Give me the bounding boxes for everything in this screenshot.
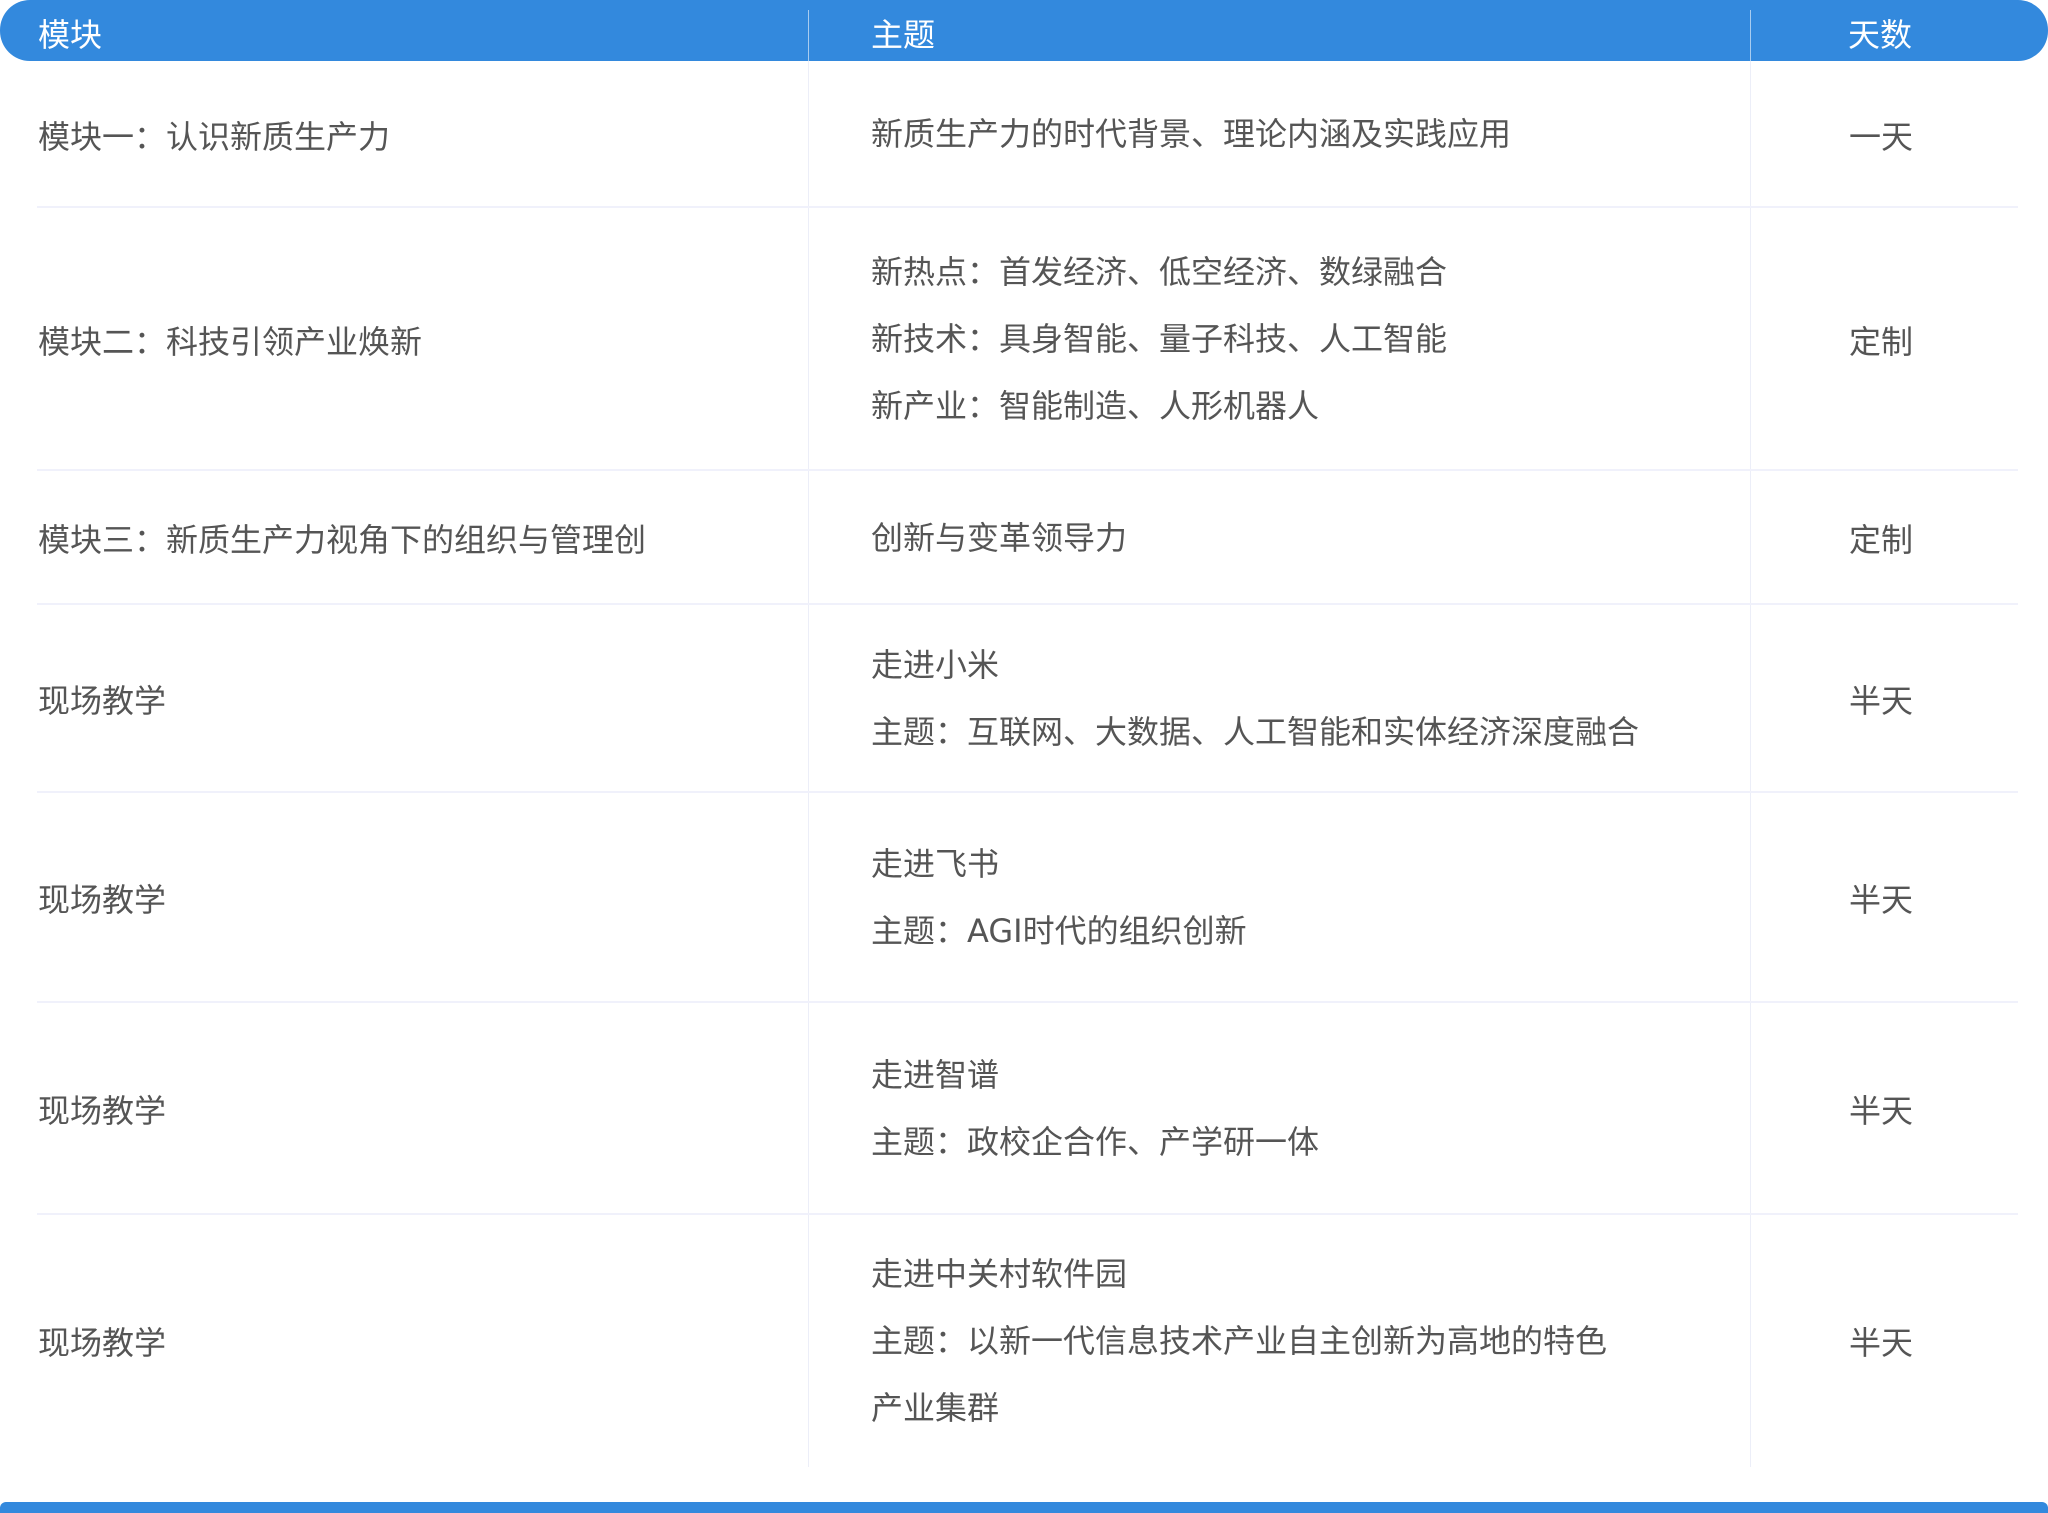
row-divider [37,791,2018,793]
days-cell: 半天 [1848,1092,1913,1130]
header-topic: 主题 [871,16,936,54]
topic-line: 主题：政校企合作、产学研一体 [871,1123,1320,1161]
module-cell: 模块二：科技引领产业焕新 [38,322,423,361]
table-row: 现场教学 走进小米主题：互联网、大数据、人工智能和实体经济深度融合 半天 [0,605,2048,793]
table-row: 模块二：科技引领产业焕新 新热点：首发经济、低空经济、数绿融合新技术：具身智能、量… [0,208,2048,471]
row-divider [37,469,2018,471]
topic-line: 主题：以新一代信息技术产业自主创新为高地的特色 [871,1321,1608,1360]
topic-line: 走进飞书 [871,845,1000,883]
topic-cell: 新热点：首发经济、低空经济、数绿融合新技术：具身智能、量子科技、人工智能新产业：… [871,208,1731,471]
column-divider [1750,61,1751,1467]
topic-line: 新质生产力的时代背景、理论内涵及实践应用 [871,115,1512,153]
days-cell: 半天 [1848,682,1913,720]
table-row: 模块三：新质生产力视角下的组织与管理创 创新与变革领导力 定制 [0,471,2048,605]
table-row: 现场教学 走进智谱主题：政校企合作、产学研一体 半天 [0,1003,2048,1215]
topic-line: 走进智谱 [871,1056,1000,1094]
header-divider [808,10,809,61]
table-row: 现场教学 走进飞书主题：AGI时代的组织创新 半天 [0,793,2048,1003]
row-divider [37,603,2018,605]
topic-cell: 走进飞书主题：AGI时代的组织创新 [871,793,1731,1003]
days-cell: 半天 [1848,881,1913,919]
row-divider [37,1001,2018,1003]
topic-line: 走进小米 [871,646,1000,684]
topic-cell: 新质生产力的时代背景、理论内涵及实践应用 [871,61,1731,208]
topic-line: 产业集群 [871,1388,1000,1427]
row-divider [37,1213,2018,1215]
days-cell: 半天 [1848,1324,1913,1362]
topic-line: 主题：AGI时代的组织创新 [871,912,1247,950]
topic-line: 主题：互联网、大数据、人工智能和实体经济深度融合 [871,713,1640,751]
module-cell: 模块一：认识新质生产力 [38,117,391,156]
days-cell: 定制 [1848,521,1913,559]
table-header: 模块 主题 天数 [0,0,2048,61]
days-cell: 一天 [1848,117,1913,156]
module-cell: 现场教学 [38,881,167,919]
column-divider [808,61,809,1467]
header-days: 天数 [1848,16,1913,54]
topic-cell: 走进小米主题：互联网、大数据、人工智能和实体经济深度融合 [871,605,1731,793]
table-row: 模块一：认识新质生产力 新质生产力的时代背景、理论内涵及实践应用 一天 [0,61,2048,208]
bottom-bar [0,1502,2048,1513]
module-cell: 现场教学 [38,1324,167,1362]
header-module: 模块 [38,16,103,54]
days-cell: 定制 [1848,322,1913,361]
topic-line: 新热点：首发经济、低空经济、数绿融合 [871,253,1448,291]
table-row: 现场教学 走进中关村软件园主题：以新一代信息技术产业自主创新为高地的特色产业集群 半… [0,1215,2048,1467]
module-cell: 现场教学 [38,682,167,720]
topic-line: 创新与变革领导力 [871,518,1128,557]
module-cell: 模块三：新质生产力视角下的组织与管理创 [38,521,647,559]
topic-cell: 走进智谱主题：政校企合作、产学研一体 [871,1003,1731,1215]
module-cell: 现场教学 [38,1092,167,1130]
topic-line: 走进中关村软件园 [871,1254,1128,1293]
topic-cell: 创新与变革领导力 [871,471,1731,605]
row-divider [37,206,2018,208]
topic-line: 新技术：具身智能、量子科技、人工智能 [871,320,1448,358]
topic-line: 新产业：智能制造、人形机器人 [871,387,1320,425]
header-divider [1750,10,1751,61]
topic-cell: 走进中关村软件园主题：以新一代信息技术产业自主创新为高地的特色产业集群 [871,1215,1731,1467]
